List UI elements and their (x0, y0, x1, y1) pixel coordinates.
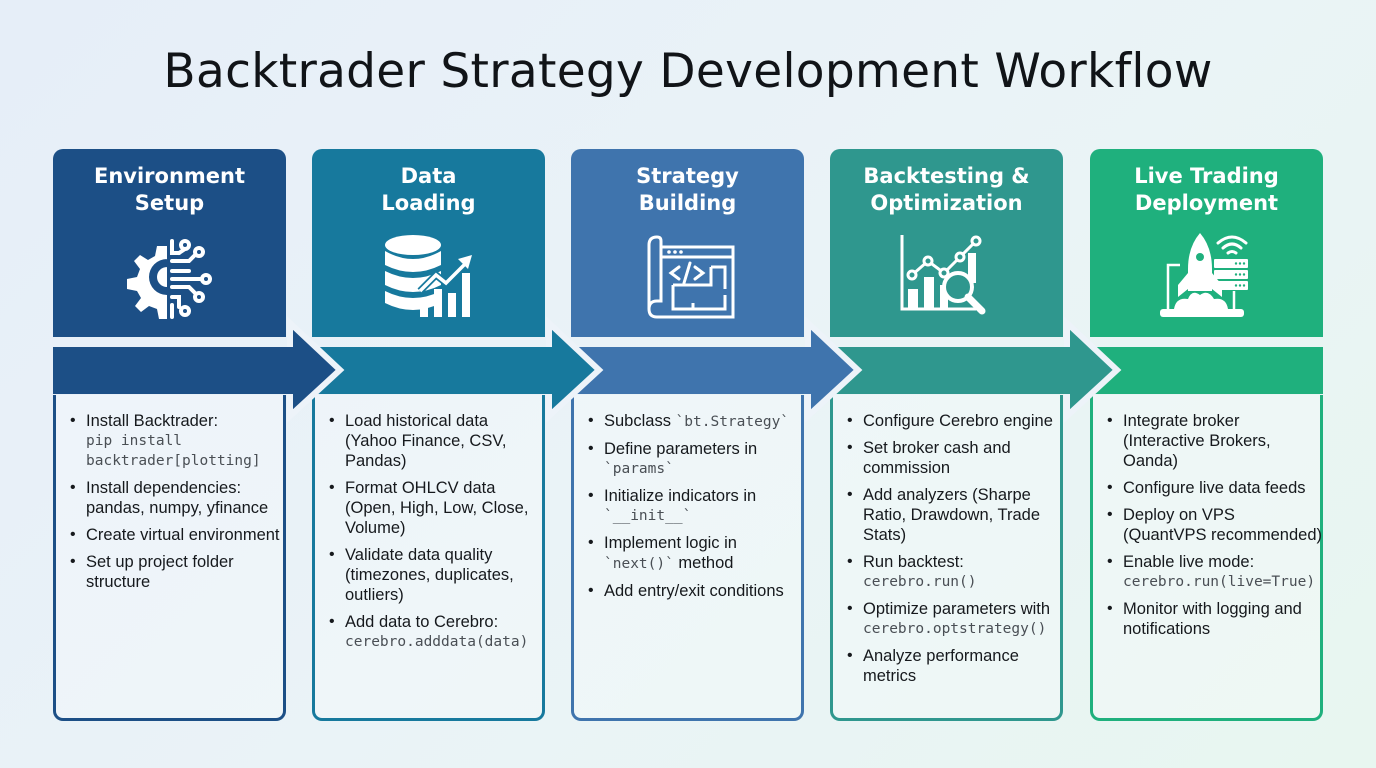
flow-arrow-band (571, 347, 804, 394)
page-title: Backtrader Strategy Development Workflow (163, 44, 1213, 99)
list-item: Install dependencies: pandas, numpy, yfi… (70, 478, 285, 518)
code-snippet: cerebro.adddata(data) (345, 634, 529, 650)
list-item: Create virtual environment (70, 525, 285, 545)
code-snippet: `params` (604, 461, 674, 477)
stage-header: Live Trading Deployment (1090, 149, 1323, 337)
stage-title: Strategy Building (571, 163, 804, 217)
code-snippet: cerebro.optstrategy() (863, 621, 1047, 637)
list-item: Define parameters in`params` (588, 439, 803, 479)
stage-body: Integrate broker (Interactive Brokers, O… (1090, 395, 1323, 721)
stage-header: Backtesting & Optimization (830, 149, 1063, 337)
stage-title-line2: Deployment (1134, 191, 1279, 215)
stage-items: Subclass `bt.Strategy` Define parameters… (588, 411, 803, 608)
stage-title-line1: Backtesting & (863, 164, 1030, 188)
stage-title-line1: Data (400, 164, 457, 188)
list-item: Configure live data feeds (1107, 478, 1322, 498)
code-snippet: pip install backtrader[plotting] (86, 433, 261, 469)
stage-title: Backtesting & Optimization (830, 163, 1063, 217)
code-snippet: `bt.Strategy` (675, 414, 790, 430)
stage-card-live-trading-deployment: Live Trading Deployment Integrate broker… (1090, 149, 1323, 721)
list-item: Add data to Cerebro:cerebro.adddata(data… (329, 612, 544, 652)
stage-title-line2: Optimization (870, 191, 1023, 215)
code-snippet: `next()` (604, 556, 674, 572)
stage-title-line2: Setup (134, 191, 205, 215)
stage-card-strategy-building: Strategy Building Subclass `bt.Strategy`… (571, 149, 804, 721)
stage-body: Install Backtrader:pip install backtrade… (53, 395, 286, 721)
flow-arrow-band (53, 347, 286, 394)
code-snippet: `__init__` (604, 508, 692, 524)
list-item: Install Backtrader:pip install backtrade… (70, 411, 285, 471)
stage-title-line2: Building (638, 191, 737, 215)
stage-items: Install Backtrader:pip install backtrade… (70, 411, 285, 599)
stage-title: Live Trading Deployment (1090, 163, 1323, 217)
stage-title-line1: Environment (93, 164, 246, 188)
flow-arrow-band (312, 347, 545, 394)
stage-title-line1: Strategy (636, 164, 739, 188)
stage-title-line1: Live Trading (1134, 164, 1279, 188)
database-chart-icon (385, 235, 472, 317)
stage-title: Environment Setup (53, 163, 286, 217)
list-item: Validate data quality (timezones, duplic… (329, 545, 544, 605)
stage-items: Integrate broker (Interactive Brokers, O… (1107, 411, 1322, 646)
flow-arrow-band (830, 347, 1063, 394)
list-item: Run backtest:cerebro.run() (847, 552, 1062, 592)
stage-title: Data Loading (312, 163, 545, 217)
stage-body: Load historical data (Yahoo Finance, CSV… (312, 395, 545, 721)
stage-title-line2: Loading (381, 191, 476, 215)
stage-body: Configure Cerebro engine Set broker cash… (830, 395, 1063, 721)
code-blueprint-icon (647, 235, 735, 319)
list-item: Enable live mode:cerebro.run(live=True) (1107, 552, 1322, 592)
list-item: Subclass `bt.Strategy` (588, 411, 803, 432)
list-item: Analyze performance metrics (847, 646, 1062, 686)
chart-magnifier-icon (900, 235, 986, 315)
stage-body: Subclass `bt.Strategy` Define parameters… (571, 395, 804, 721)
stage-card-environment-setup: Environment Setup Install Backtrader:pip… (53, 149, 286, 721)
list-item: Format OHLCV data (Open, High, Low, Clos… (329, 478, 544, 538)
list-item: Load historical data (Yahoo Finance, CSV… (329, 411, 544, 471)
list-item: Add analyzers (Sharpe Ratio, Drawdown, T… (847, 485, 1062, 545)
stage-card-backtesting-optimization: Backtesting & Optimization Configure C (830, 149, 1063, 721)
stage-header: Strategy Building (571, 149, 804, 337)
stage-items: Configure Cerebro engine Set broker cash… (847, 411, 1062, 693)
list-item: Integrate broker (Interactive Brokers, O… (1107, 411, 1322, 471)
flow-arrow-band (1090, 347, 1323, 394)
stage-header: Environment Setup (53, 149, 286, 337)
list-item: Set broker cash and commission (847, 438, 1062, 478)
list-item: Add entry/exit conditions (588, 581, 803, 601)
gear-circuit-icon (127, 235, 212, 319)
stage-card-data-loading: Data Loading Load historical data (Yahoo… (312, 149, 545, 721)
code-snippet: cerebro.run() (863, 574, 977, 590)
list-item: Set up project folder structure (70, 552, 285, 592)
list-item: Implement logic in`next()` method (588, 533, 803, 574)
code-snippet: cerebro.run(live=True) (1123, 574, 1316, 590)
list-item: Monitor with logging and notifications (1107, 599, 1322, 639)
rocket-server-icon (1160, 233, 1248, 317)
list-item: Deploy on VPS (QuantVPS recommended) (1107, 505, 1322, 545)
list-item: Configure Cerebro engine (847, 411, 1062, 431)
stage-header: Data Loading (312, 149, 545, 337)
list-item: Initialize indicators in`__init__` (588, 486, 803, 526)
list-item: Optimize parameters withcerebro.optstrat… (847, 599, 1062, 639)
stage-items: Load historical data (Yahoo Finance, CSV… (329, 411, 544, 659)
